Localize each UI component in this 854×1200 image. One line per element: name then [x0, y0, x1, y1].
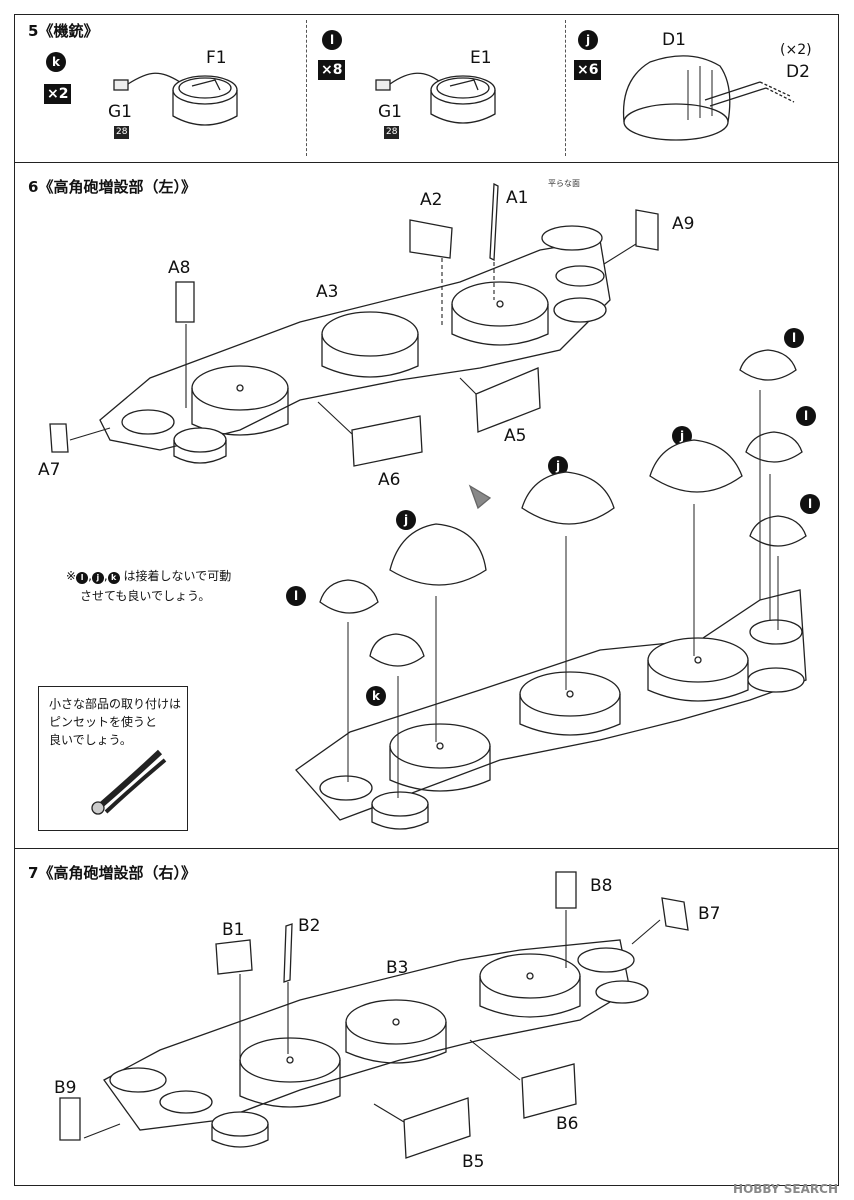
- part-label-b9: B9: [54, 1078, 77, 1098]
- part-label: D2: [786, 62, 810, 82]
- step7-arrows: [83, 910, 661, 1139]
- e1-mount: [430, 75, 496, 124]
- step5-header: 5《機銃》: [28, 20, 98, 41]
- note-line2: させても良いでしょう。: [80, 589, 211, 603]
- page-frame: [14, 14, 839, 1186]
- quantity-badge: ×8: [318, 60, 346, 80]
- step-number: 6: [28, 178, 39, 196]
- tweezers-tip-box: 小さな部品の取り付けは ピンセットを使うと 良いでしょう。: [38, 686, 188, 831]
- part-label-b6: B6: [556, 1114, 579, 1134]
- note-prefix: ※: [66, 569, 77, 583]
- part-label-b1: B1: [222, 920, 245, 940]
- part-label-b3: B3: [386, 958, 409, 978]
- turret-badge: k: [366, 686, 386, 706]
- turret-drop-lines: [347, 390, 779, 798]
- step7-header: 7《高角砲増設部（右）》: [28, 862, 196, 883]
- note-line1: は接着しないで可動: [123, 569, 232, 583]
- quantity-note: (×2): [780, 42, 812, 58]
- note-badge: l: [76, 572, 89, 584]
- part-label-b8: B8: [590, 876, 613, 896]
- part-label: G1: [378, 102, 402, 122]
- left-hull-lower: [295, 589, 807, 830]
- movable-note: ※l,j,k は接着しないで可動 させても良いでしょう。: [66, 569, 232, 603]
- step-title: 《高角砲増設部（右）》: [38, 864, 196, 882]
- panel-divider: [306, 20, 307, 156]
- paint-code: 28: [114, 126, 130, 139]
- panel-divider: [565, 20, 566, 156]
- turret-badge: j: [396, 510, 416, 530]
- step6-header: 6《高角砲増設部（左）》: [28, 176, 196, 197]
- step-title: 《高角砲増設部（左）》: [38, 178, 196, 196]
- tip-line: ピンセットを使うと: [49, 715, 158, 729]
- part-label-a5: A5: [504, 426, 527, 446]
- f1-mount: [172, 75, 238, 126]
- right-hull: [103, 939, 649, 1148]
- turret-badge: l: [796, 406, 816, 426]
- tip-line: 良いでしょう。: [49, 733, 132, 747]
- part-label: G1: [108, 102, 132, 122]
- step-number: 5: [28, 22, 39, 40]
- divider-step5-step6: [14, 162, 839, 163]
- flow-arrow: [468, 484, 492, 510]
- part-badge: l: [322, 30, 342, 50]
- step-title: 《機銃》: [38, 22, 99, 40]
- part-label-b5: B5: [462, 1152, 485, 1172]
- tip-line: 小さな部品の取り付けは: [49, 697, 182, 711]
- turret-badge: l: [286, 586, 306, 606]
- left-hull-upper: [99, 225, 611, 464]
- step6-small-parts: [49, 182, 659, 467]
- part-label: D1: [662, 30, 686, 50]
- part-label-b7: B7: [698, 904, 721, 924]
- d1-turret-exploded: [622, 55, 795, 141]
- turret-badge: l: [800, 494, 820, 514]
- note-badge: k: [107, 572, 120, 584]
- part-label-a9: A9: [672, 214, 695, 234]
- part-label-a1: A1: [506, 188, 529, 208]
- step-number: 7: [28, 864, 39, 882]
- part-label: F1: [206, 48, 227, 68]
- part-label-a8: A8: [168, 258, 191, 278]
- g1-part-l: [375, 72, 441, 91]
- watermark: HOBBY SEARCH: [733, 1182, 838, 1196]
- part-label-a6: A6: [378, 470, 401, 490]
- part-label-a3: A3: [316, 282, 339, 302]
- part-label-a2: A2: [420, 190, 443, 210]
- paint-code: 28: [384, 126, 400, 139]
- quantity-badge: ×6: [574, 60, 602, 80]
- quantity-badge: ×2: [44, 84, 72, 104]
- note-badge: j: [91, 572, 104, 584]
- g1-part-k: [113, 72, 181, 91]
- turret-badge: j: [548, 456, 568, 476]
- divider-step6-step7: [14, 848, 839, 849]
- part-badge: k: [46, 52, 66, 72]
- turret-badge: l: [784, 328, 804, 348]
- part-label-b2: B2: [298, 916, 321, 936]
- part-label-a7: A7: [38, 460, 61, 480]
- part-label: E1: [470, 48, 492, 68]
- flat-side-note: 平らな面: [548, 179, 580, 188]
- part-badge: j: [578, 30, 598, 50]
- tweezers-illustration: [91, 749, 167, 815]
- step6-arrows: [69, 243, 637, 441]
- step7-small-parts: [59, 871, 689, 1159]
- step6-turrets: [319, 349, 807, 667]
